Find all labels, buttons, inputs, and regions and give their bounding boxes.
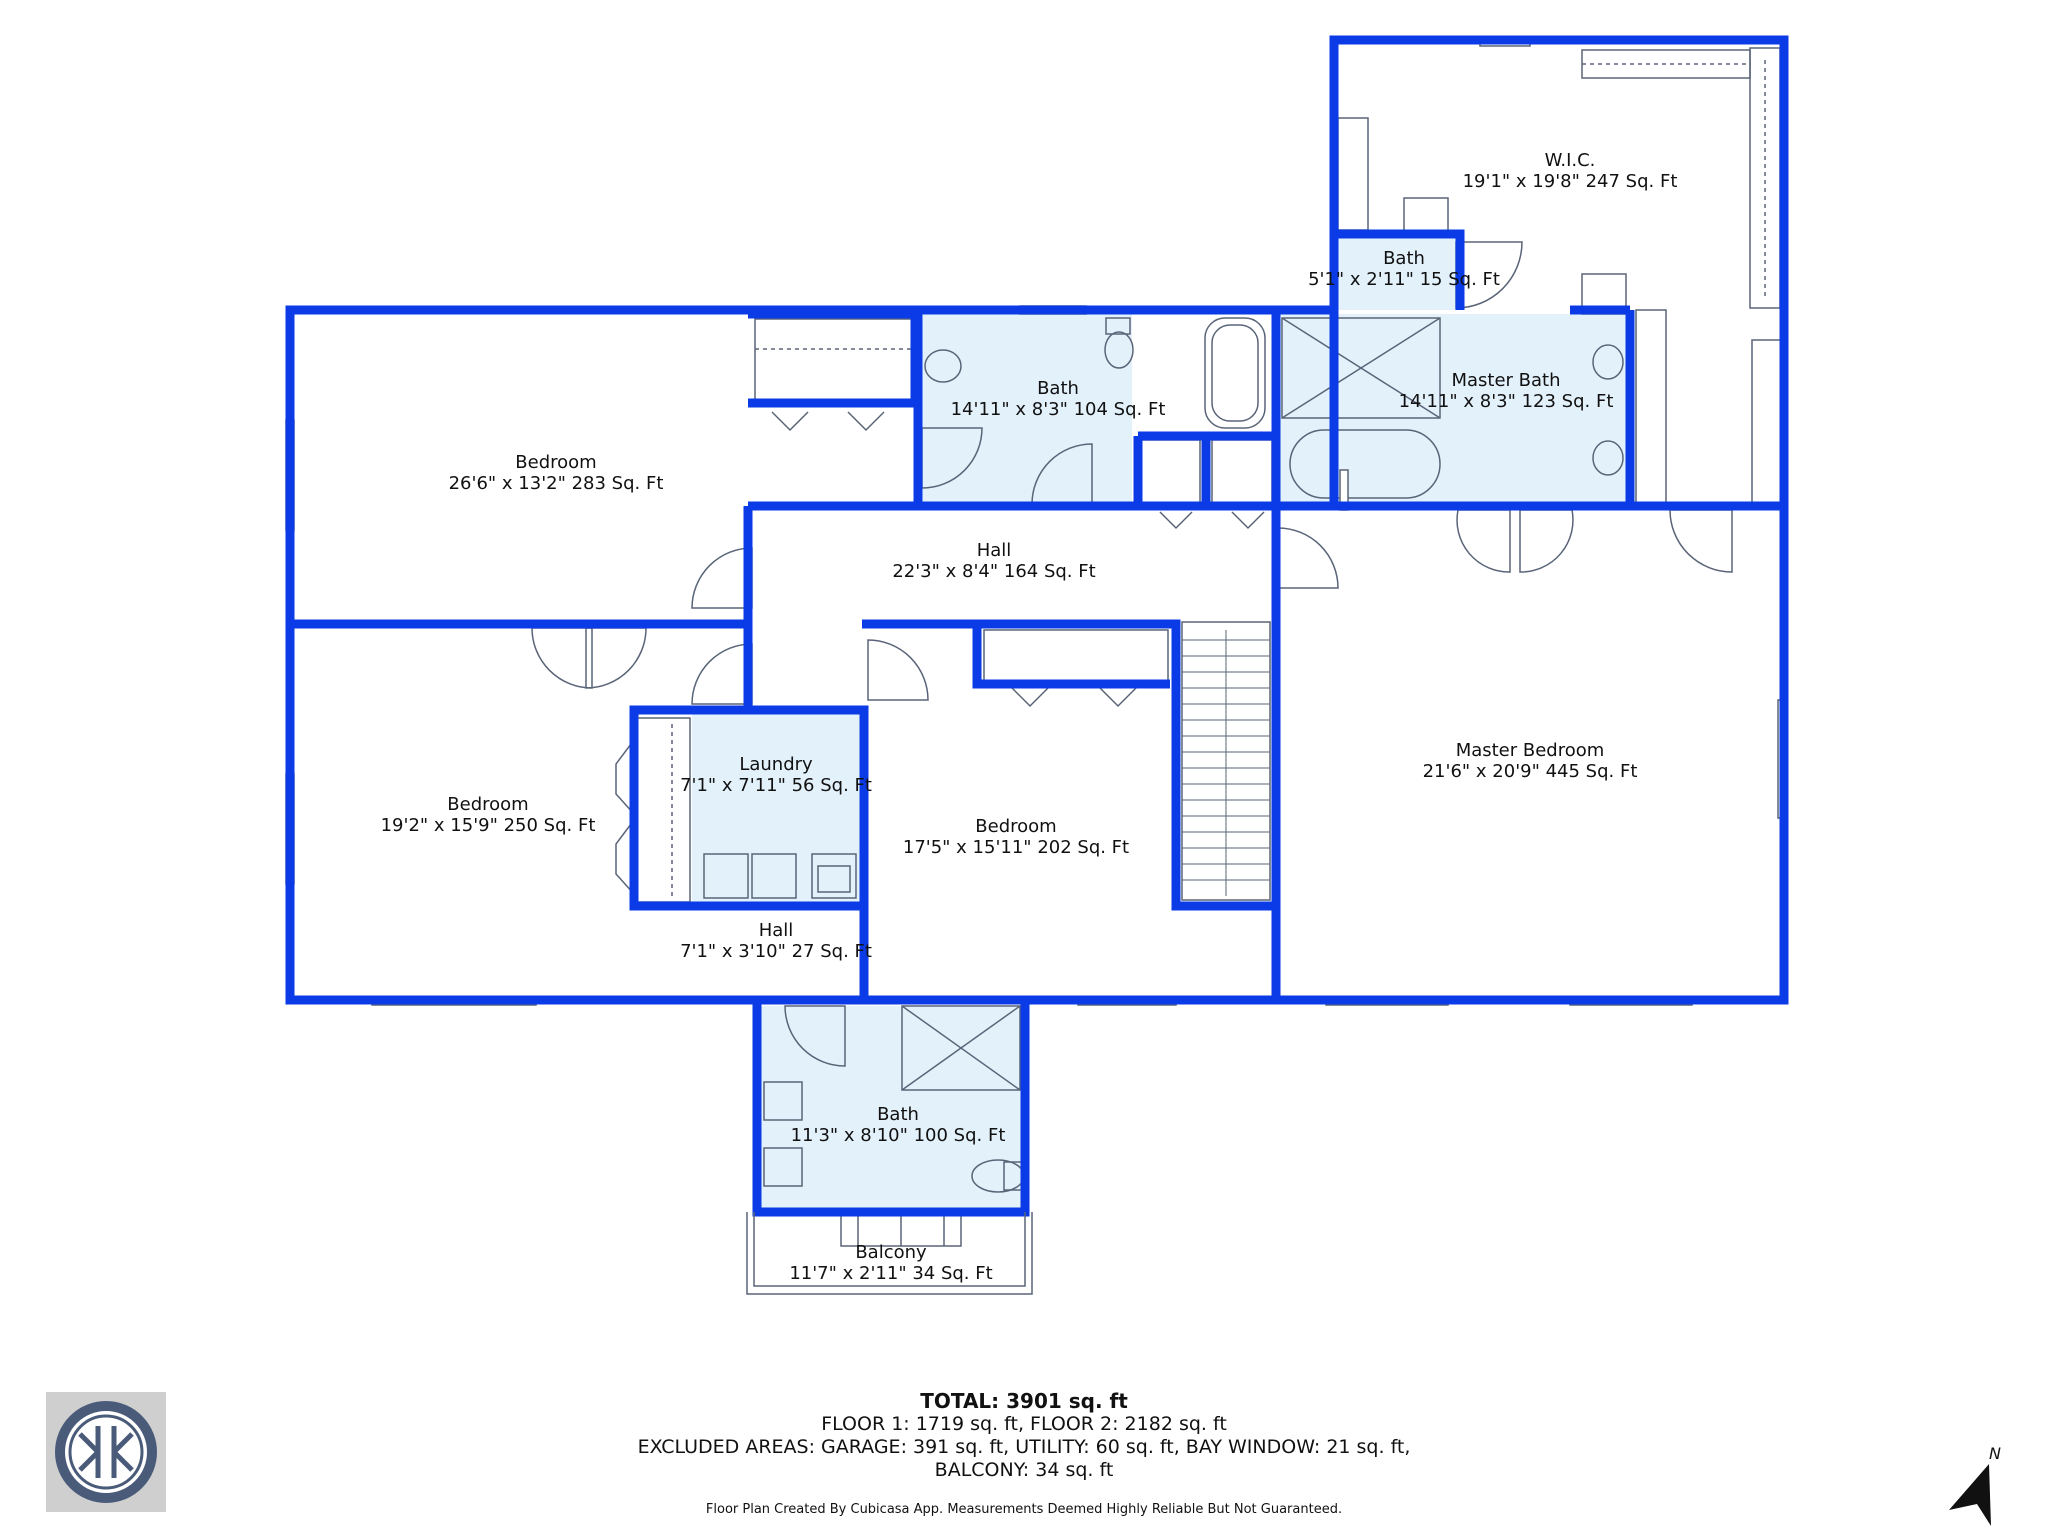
room-name-bath-small: Bath (1383, 248, 1425, 269)
excluded-areas-line-2: BALCONY: 34 sq. ft (934, 1459, 1114, 1481)
north-arrow-icon (1949, 1464, 1991, 1526)
room-dims-balcony: 11'7" x 2'11" 34 Sq. Ft (789, 1263, 992, 1284)
room-name-hall-main: Hall (977, 540, 1012, 561)
bath-small-floor (1336, 237, 1456, 310)
room-dims-hall-main: 22'3" x 8'4" 164 Sq. Ft (892, 561, 1095, 582)
room-dims-master-bedroom: 21'6" x 20'9" 445 Sq. Ft (1423, 761, 1638, 782)
floor-areas: FLOOR 1: 1719 sq. ft, FLOOR 2: 2182 sq. … (821, 1413, 1227, 1435)
disclaimer: Floor Plan Created By Cubicasa App. Meas… (705, 1502, 1343, 1517)
north-label: N (1989, 1444, 2001, 1463)
excluded-areas-line-1: EXCLUDED AREAS: GARAGE: 391 sq. ft, UTIL… (637, 1436, 1411, 1458)
stair-treads (1182, 630, 1270, 896)
room-name-master-bedroom: Master Bedroom (1456, 740, 1605, 761)
room-dims-hall-small: 7'1" x 3'10" 27 Sq. Ft (680, 941, 872, 962)
fixtures (531, 47, 1783, 1067)
north-arrow: N (1945, 1442, 2005, 1532)
room-name-wic: W.I.C. (1545, 150, 1596, 171)
room-dims-bath-small: 5'1" x 2'11" 15 Sq. Ft (1308, 269, 1500, 290)
room-name-hall-small: Hall (759, 920, 794, 941)
laundry-floor (692, 713, 862, 903)
room-dims-laundry: 7'1" x 7'11" 56 Sq. Ft (680, 775, 872, 796)
room-dims-bath-bottom: 11'3" x 8'10" 100 Sq. Ft (791, 1125, 1006, 1146)
room-name-bedroom-nw: Bedroom (515, 452, 596, 473)
balcony-rail (746, 1212, 1033, 1295)
total-area: TOTAL: 3901 sq. ft (920, 1389, 1128, 1413)
room-name-laundry: Laundry (739, 754, 813, 775)
walls (285, 35, 1789, 1217)
bath-top-floor (922, 314, 1132, 504)
room-name-bath-top: Bath (1037, 378, 1079, 399)
room-name-balcony: Balcony (855, 1242, 927, 1263)
room-name-bath-bottom: Bath (877, 1104, 919, 1125)
room-dims-bedroom-nw: 26'6" x 13'2" 283 Sq. Ft (449, 473, 664, 494)
room-name-bedroom-w: Bedroom (447, 794, 528, 815)
room-name-master-bath: Master Bath (1451, 370, 1560, 391)
room-name-bedroom-c: Bedroom (975, 816, 1056, 837)
room-dims-bedroom-c: 17'5" x 15'11" 202 Sq. Ft (903, 837, 1129, 858)
cubicasa-logo-icon (46, 1392, 166, 1512)
room-dims-wic: 19'1" x 19'8" 247 Sq. Ft (1463, 171, 1678, 192)
room-dims-master-bath: 14'11" x 8'3" 123 Sq. Ft (1399, 391, 1614, 412)
room-dims-bath-top: 14'11" x 8'3" 104 Sq. Ft (951, 399, 1166, 420)
room-dims-bedroom-w: 19'2" x 15'9" 250 Sq. Ft (381, 815, 596, 836)
room-labels: W.I.C. 19'1" x 19'8" 247 Sq. Ft Bath 5'1… (381, 150, 1678, 1284)
